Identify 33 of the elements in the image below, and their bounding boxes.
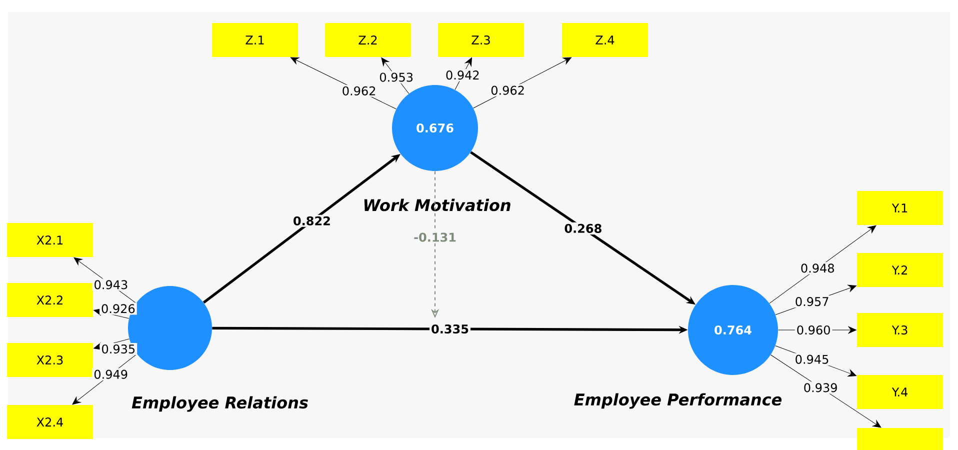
construct-label: Employee Performance — [574, 393, 782, 409]
indicator-box: Z.2 — [325, 23, 411, 57]
edge-label: 0.949 — [92, 368, 130, 380]
indicator-box: X2.2 — [7, 283, 93, 317]
indicator-box: X2.1 — [7, 223, 93, 257]
indicator-box: Y.1 — [857, 191, 943, 225]
indicator-box: Z.1 — [212, 23, 298, 57]
edge-label: 0.935 — [100, 342, 138, 356]
arrow — [769, 225, 876, 304]
construct-label: Employee Relations — [132, 396, 308, 412]
construct-label: Work Motivation — [364, 198, 510, 212]
edge-label: 0.939 — [802, 382, 840, 394]
edge-label: 0.942 — [444, 69, 482, 82]
edge-label: 0.335 — [430, 322, 470, 336]
indicator-box — [857, 428, 943, 450]
arrow — [770, 354, 882, 428]
indicator-box: Z.4 — [562, 23, 648, 57]
indicator-box: Y.4 — [857, 375, 943, 409]
edge-label: 0.957 — [793, 296, 831, 308]
edge-label: -0.131 — [412, 231, 458, 244]
edge-label: 0.268 — [562, 222, 604, 234]
edge-label: 0.926 — [100, 302, 137, 315]
edge-label: 0.953 — [378, 71, 416, 84]
indicator-box: Y.2 — [857, 253, 943, 287]
indicator-box: X2.4 — [7, 405, 93, 439]
indicator-box: X2.3 — [7, 343, 93, 377]
arrow — [454, 58, 472, 90]
arrow — [74, 257, 136, 304]
indicator-box: Y.3 — [857, 313, 943, 347]
edge-label: 0.948 — [798, 262, 836, 274]
edge-label: 0.962 — [489, 84, 526, 96]
edge-label: 0.943 — [92, 278, 130, 291]
indicator-box: Z.3 — [438, 23, 524, 57]
